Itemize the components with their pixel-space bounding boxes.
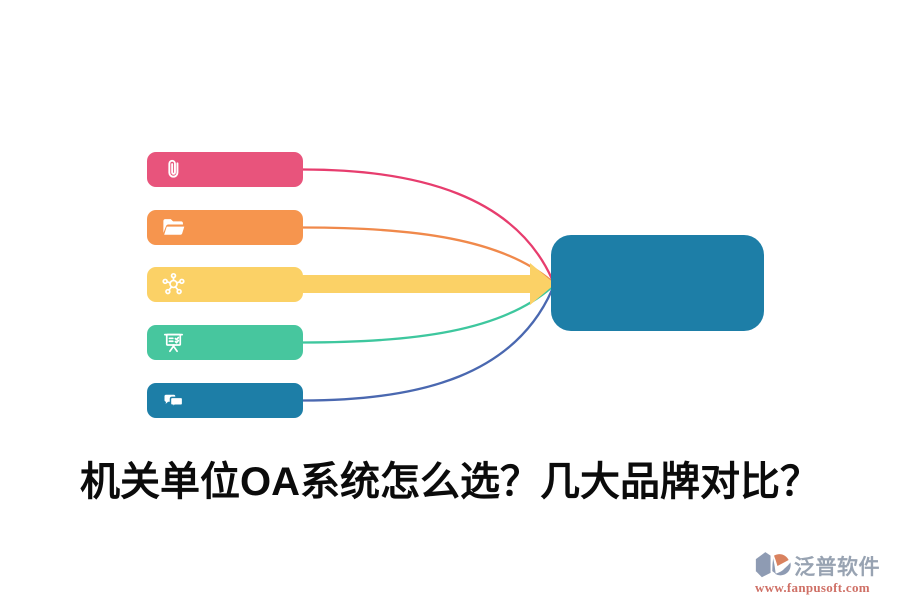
watermark: 泛普软件 www.fanpusoft.com [755, 550, 881, 596]
source-bar-discussion [147, 383, 303, 418]
source-bar-presentation [147, 325, 303, 360]
source-bar-folder [147, 210, 303, 245]
arrow-head-icon [530, 263, 555, 305]
connector-discussion [301, 288, 554, 402]
target-box [551, 235, 764, 331]
page-title: 机关单位OA系统怎么选？几大品牌对比？ [80, 460, 820, 504]
watermark-url: www.fanpusoft.com [755, 580, 870, 595]
watermark-brand-row: 泛普软件 [755, 550, 881, 582]
open-folder-icon [163, 219, 185, 235]
paperclip-icon [168, 159, 179, 178]
connector-attachment [301, 168, 554, 281]
bold-arrow-connector [297, 263, 555, 305]
source-bar-attachment [147, 152, 303, 187]
watermark-brand: 泛普软件 [794, 556, 880, 579]
fanpu-logo-icon [755, 552, 791, 578]
presentation-board-icon [163, 333, 184, 353]
connector-folder [301, 226, 554, 283]
chat-bubbles-icon [164, 394, 184, 410]
connector-presentation [301, 285, 554, 344]
share-network-icon [162, 272, 185, 295]
source-bar-network [147, 267, 303, 302]
